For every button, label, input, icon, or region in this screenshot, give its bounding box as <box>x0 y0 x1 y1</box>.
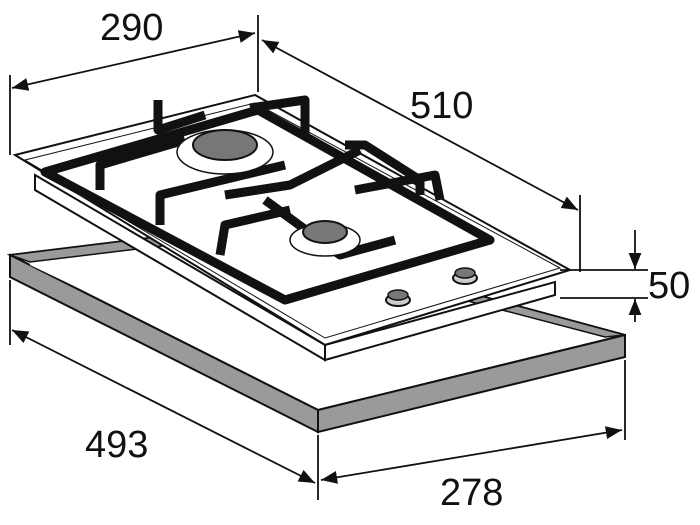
dimension-label-510: 510 <box>410 85 473 127</box>
dimension-label-278: 278 <box>440 472 503 514</box>
dimension-label-50: 50 <box>648 265 690 307</box>
dimension-line-278 <box>320 426 623 484</box>
burner-small <box>289 220 361 257</box>
dimension-label-493: 493 <box>85 424 148 466</box>
dimension-line-493 <box>11 329 316 484</box>
knob-1 <box>385 289 411 307</box>
burner-large <box>176 129 274 175</box>
knob-2 <box>452 267 478 285</box>
dimension-label-290: 290 <box>100 7 163 49</box>
dimension-line-510 <box>261 39 579 211</box>
dimension-line-290 <box>11 30 256 91</box>
